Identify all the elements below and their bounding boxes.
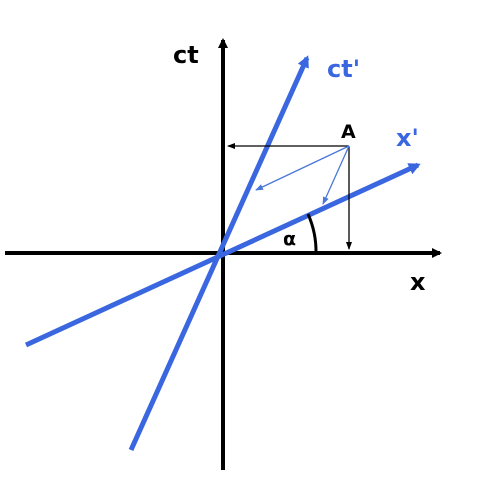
angle-arc xyxy=(306,213,318,254)
point-a-label: A xyxy=(341,121,356,143)
projection-to-ct-prime-axis xyxy=(255,145,350,191)
x-axis-label: x xyxy=(410,268,426,296)
projection-to-x-prime-axis xyxy=(322,145,350,205)
x-prime-axis-label: x' xyxy=(396,124,419,152)
ct-prime-axis-label: ct' xyxy=(327,55,360,83)
angle-alpha-label: α xyxy=(283,228,296,250)
ct-axis-label: ct xyxy=(173,41,199,69)
x-prime-axis xyxy=(24,162,421,348)
